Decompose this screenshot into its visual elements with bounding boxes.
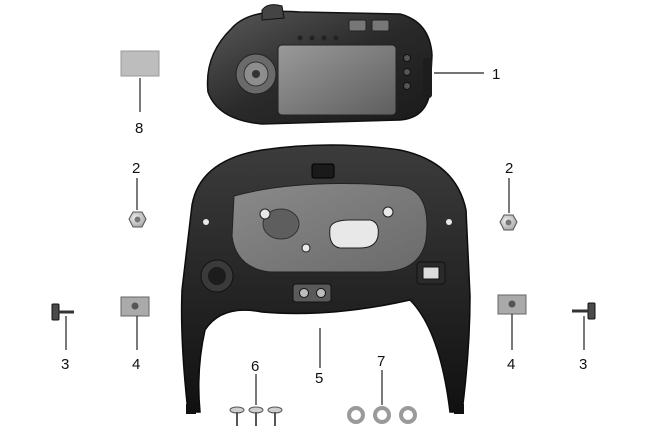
callouts: 1 2 2 3 3 4 4 5 6 7 8 [61, 66, 587, 387]
clip-nut-left [120, 296, 150, 317]
callout-7: 7 [377, 353, 385, 370]
screw-left [51, 303, 74, 321]
label-sticker [120, 50, 160, 77]
callout-4-right: 4 [507, 356, 515, 373]
instrument-cluster [206, 4, 433, 125]
callout-5: 5 [315, 370, 323, 387]
callout-4-left: 4 [132, 356, 140, 373]
washers [347, 406, 417, 424]
callout-8: 8 [135, 120, 143, 137]
callout-2-left: 2 [132, 160, 140, 177]
screw-right [572, 302, 596, 320]
callout-3-left: 3 [61, 356, 69, 373]
nut-left [128, 211, 147, 228]
push-rivets [229, 406, 283, 426]
instrument-cowl [180, 144, 471, 414]
callout-2-right: 2 [505, 160, 513, 177]
callout-1: 1 [492, 66, 500, 83]
callout-6: 6 [251, 358, 259, 375]
nut-right [499, 214, 518, 231]
callout-3-right: 3 [579, 356, 587, 373]
clip-nut-right [497, 294, 527, 315]
leader-lines [65, 72, 585, 405]
